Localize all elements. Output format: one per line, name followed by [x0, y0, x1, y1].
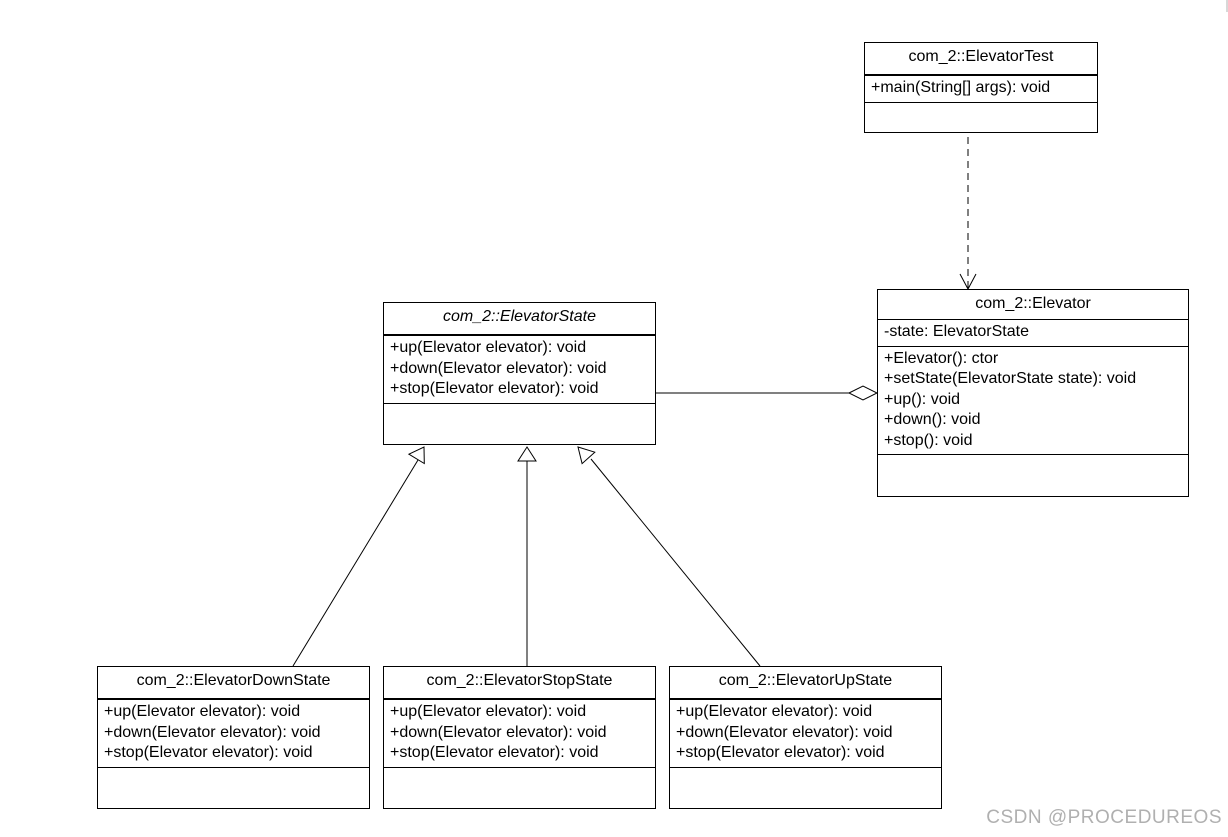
- attributes-compartment: -state: ElevatorState: [878, 320, 1188, 346]
- generalization-arrowhead-stop-state: [517, 446, 537, 462]
- class-elevator-state[interactable]: com_2::ElevatorState +up(Elevator elevat…: [383, 302, 656, 445]
- bottom-separator: [98, 766, 369, 768]
- class-name: com_2::ElevatorState: [443, 308, 596, 325]
- operation: +up(Elevator elevator): void: [104, 703, 301, 720]
- operation: +up(Elevator elevator): void: [390, 703, 587, 720]
- attributes-separator: [878, 319, 1188, 320]
- class-name: com_2::ElevatorTest: [908, 48, 1054, 65]
- operations-compartment: +up(Elevator elevator): void +down(Eleva…: [384, 336, 655, 403]
- operation: +stop(Elevator elevator): void: [390, 744, 599, 761]
- operation: +stop(Elevator elevator): void: [104, 744, 313, 761]
- bottom-separator: [865, 101, 1097, 103]
- attributes-separator: [384, 698, 655, 699]
- attributes-separator: [98, 698, 369, 699]
- class-elevator[interactable]: com_2::Elevator -state: ElevatorState +E…: [877, 289, 1189, 497]
- watermark: CSDN @PROCEDUREOS: [986, 807, 1222, 828]
- bottom-separator: [384, 402, 655, 404]
- class-elevator-down-state[interactable]: com_2::ElevatorDownState +up(Elevator el…: [97, 666, 370, 809]
- class-name: com_2::ElevatorStopState: [426, 672, 613, 689]
- attributes-separator: [384, 334, 655, 335]
- operations-separator: [384, 335, 655, 336]
- operation: +down(Elevator elevator): void: [104, 723, 321, 741]
- class-name: com_2::ElevatorUpState: [718, 672, 893, 689]
- operations-compartment: +up(Elevator elevator): void +down(Eleva…: [384, 700, 655, 767]
- operations-compartment: +main(String[] args): void: [865, 76, 1097, 102]
- operation: +stop(Elevator elevator): void: [390, 380, 599, 397]
- generalization-line-up-state: [590, 458, 761, 667]
- operation: +Elevator(): ctor: [884, 349, 999, 367]
- bottom-separator: [670, 766, 941, 768]
- attributes-separator: [865, 74, 1097, 75]
- operations-separator: [98, 699, 369, 700]
- attribute: -state: ElevatorState: [884, 323, 1029, 340]
- bottom-separator: [878, 454, 1188, 455]
- operations-separator: [865, 75, 1097, 76]
- generalization-arrowhead-down-state: [407, 446, 425, 465]
- operation: +down(Elevator elevator): void: [676, 723, 893, 741]
- operation: +stop(): void: [884, 431, 973, 449]
- class-elevator-test[interactable]: com_2::ElevatorTest +main(String[] args)…: [864, 42, 1098, 133]
- operation: +down(): void: [884, 411, 981, 428]
- class-name: com_2::ElevatorDownState: [136, 672, 331, 689]
- operations-separator: [670, 699, 941, 700]
- class-elevator-stop-state[interactable]: com_2::ElevatorStopState +up(Elevator el…: [383, 666, 656, 809]
- operation: +up(): void: [884, 390, 961, 408]
- operations-separator: [878, 345, 1188, 347]
- operation: +main(String[] args): void: [871, 79, 1051, 96]
- operation: +up(Elevator elevator): void: [676, 703, 873, 720]
- operations-separator: [384, 699, 655, 700]
- operation: +up(Elevator elevator): void: [390, 339, 587, 356]
- operation: +down(Elevator elevator): void: [390, 359, 607, 377]
- class-elevator-up-state[interactable]: com_2::ElevatorUpState +up(Elevator elev…: [669, 666, 942, 809]
- generalization-line-down-state: [292, 459, 419, 667]
- operations-compartment: +up(Elevator elevator): void +down(Eleva…: [670, 700, 941, 767]
- generalization-arrowhead-up-state: [577, 446, 596, 465]
- operations-compartment: +up(Elevator elevator): void +down(Eleva…: [98, 700, 369, 767]
- attributes-separator: [670, 698, 941, 699]
- operation: +stop(Elevator elevator): void: [676, 744, 885, 761]
- scroll-edge-marker: [1226, 0, 1228, 12]
- aggregation-diamond: [847, 385, 879, 401]
- bottom-separator: [384, 766, 655, 768]
- operation: +setState(ElevatorState state): void: [884, 370, 1137, 387]
- operations-compartment: +Elevator(): ctor +setState(ElevatorStat…: [878, 347, 1188, 455]
- operation: +down(Elevator elevator): void: [390, 723, 607, 741]
- class-name: com_2::Elevator: [975, 295, 1091, 312]
